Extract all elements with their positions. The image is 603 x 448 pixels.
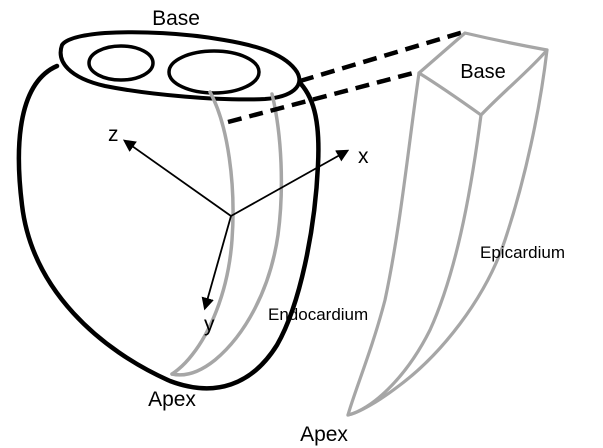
axis-x-label: x [358, 145, 369, 168]
epicardium-label: Epicardium [480, 243, 565, 262]
segment-apex-label: Apex [300, 423, 348, 446]
axis-z-arrow [125, 141, 231, 216]
heart-base-label: Base [152, 7, 200, 30]
axis-x-arrow [231, 151, 347, 216]
projection-line-top [300, 31, 467, 81]
valve-opening-right [169, 51, 259, 93]
valve-opening-left [89, 46, 153, 80]
heart-base-rim [61, 32, 300, 99]
projection-lines [228, 31, 467, 122]
segment-right-edge [348, 50, 547, 415]
heart-ventricle [19, 32, 319, 388]
endocardium-label: Endocardium [268, 305, 368, 324]
heart-apex-label: Apex [148, 388, 196, 411]
heart-outer-wall [19, 66, 319, 388]
axis-z-label: z [108, 123, 119, 146]
axis-y-arrow [205, 216, 231, 308]
tissue-segment [348, 33, 547, 415]
axis-y-label: y [204, 313, 215, 336]
endocardium-boundary-line [172, 92, 233, 374]
segment-base-label: Base [460, 61, 506, 83]
